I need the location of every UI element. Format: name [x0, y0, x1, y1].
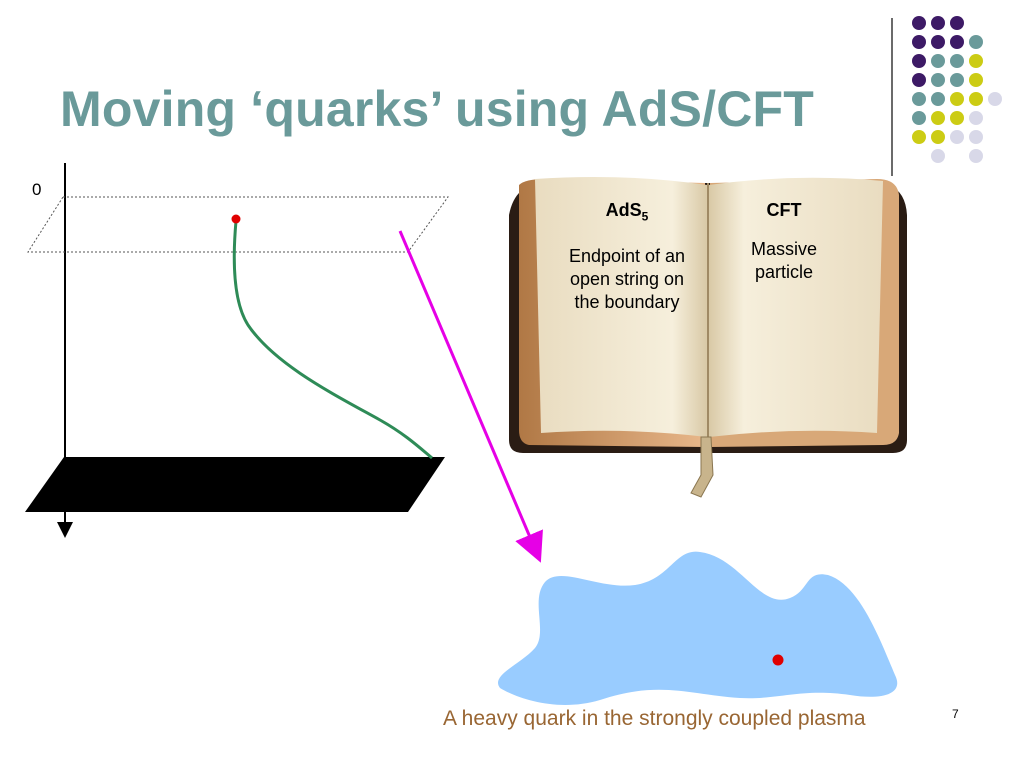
decor-dot: [969, 130, 983, 144]
decor-dot: [950, 92, 964, 106]
decor-dot: [931, 16, 945, 30]
decor-dot: [931, 130, 945, 144]
decor-dot: [950, 111, 964, 125]
slide-number: 7: [952, 707, 959, 721]
string-endpoint: [231, 214, 241, 224]
decor-dot: [931, 54, 945, 68]
mapping-arrow: [398, 230, 543, 563]
decor-dot: [912, 54, 926, 68]
decor-dot: [912, 16, 926, 30]
decor-dot: [969, 54, 983, 68]
decor-dot: [931, 73, 945, 87]
decor-dot: [912, 130, 926, 144]
decor-dot: [931, 149, 945, 163]
plasma-illustration: [498, 551, 898, 705]
decor-dot: [950, 130, 964, 144]
decor-dot: [969, 111, 983, 125]
plasma-caption: A heavy quark in the strongly coupled pl…: [443, 707, 866, 730]
decor-dot: [950, 16, 964, 30]
decor-dot: [969, 149, 983, 163]
ads5-description: Endpoint of an open string on the bounda…: [568, 245, 686, 312]
decor-dot: [931, 35, 945, 49]
decor-dot: [912, 73, 926, 87]
decor-dot: [931, 111, 945, 125]
decor-dot: [912, 35, 926, 49]
decor-dot: [988, 92, 1002, 106]
slide-title: Moving ‘quarks’ using AdS/CFT: [60, 81, 814, 137]
plasma-blob: [498, 551, 898, 705]
decor-dot: [931, 92, 945, 106]
decorative-divider-line: [891, 18, 893, 176]
decor-dot: [950, 54, 964, 68]
axis-origin-label: 0: [32, 180, 42, 199]
decor-dot: [912, 111, 926, 125]
decor-dot: [969, 73, 983, 87]
horizon-plane: [25, 457, 445, 512]
cft-description: Massive particle: [750, 239, 817, 282]
decor-dot: [950, 35, 964, 49]
book-left-page: AdS5 Endpoint of an open string on the b…: [562, 199, 692, 314]
ads5-heading: AdS5: [605, 200, 649, 224]
ads-string-diagram: [25, 163, 449, 538]
cft-heading: CFT: [766, 200, 802, 220]
heavy-quark-dot: [772, 654, 784, 666]
dictionary-book-image: [509, 177, 907, 498]
decor-dot: [950, 73, 964, 87]
decor-dot: [969, 92, 983, 106]
decor-dot: [969, 35, 983, 49]
decor-dot: [912, 92, 926, 106]
string-curve: [232, 220, 433, 460]
decorative-dot-grid: [912, 16, 1002, 163]
book-right-page: CFT Massive particle: [720, 199, 848, 284]
